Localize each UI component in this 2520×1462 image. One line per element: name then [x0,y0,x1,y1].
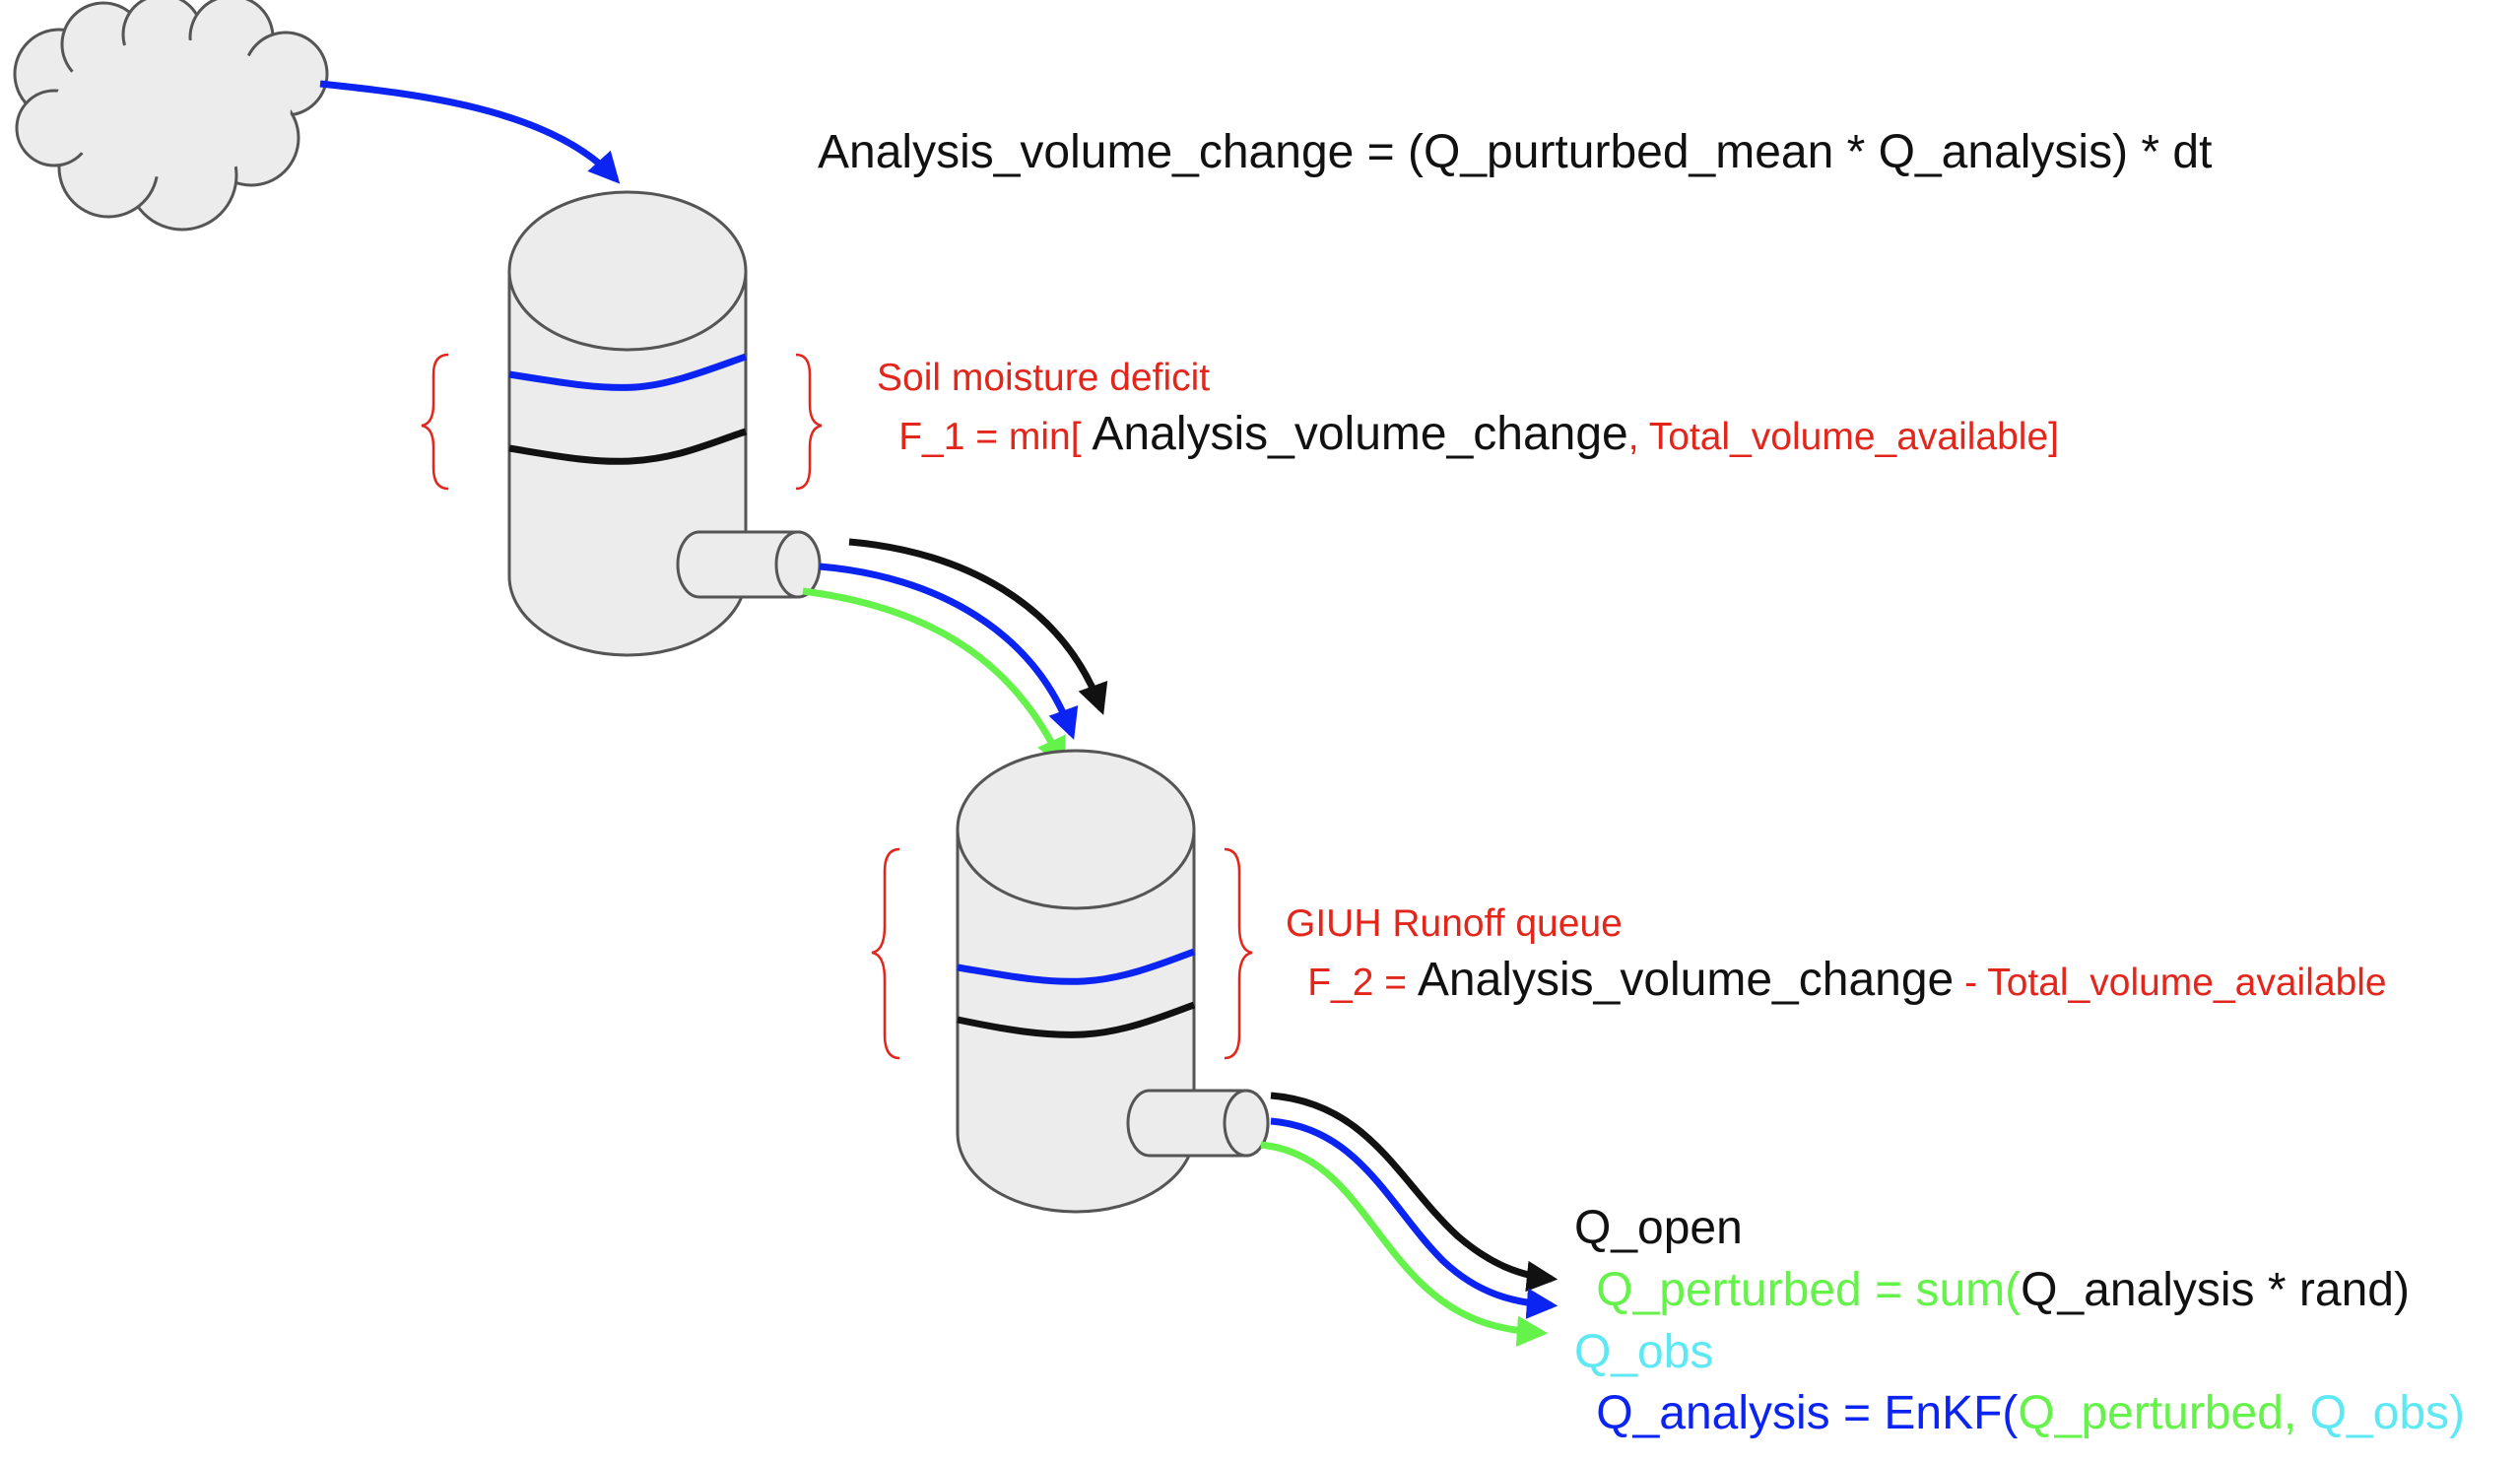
rain-inflow-arrow [319,80,621,184]
q-obs-label: Q_obs [1574,1326,1713,1378]
analysis-volume-equation: Analysis_volume_change = (Q_purturbed_me… [818,126,2212,178]
tank-2-formula-suffix: - Total_volume_available [1954,962,2386,1004]
tank-1-formula-prefix: F_1 = min[ [898,416,1092,458]
tank-1-analysis-level [508,353,748,391]
outlet-pipe-2-icon [1126,1089,1270,1158]
cloud-icon [13,0,329,232]
open-flow-arrow-1 [848,538,1108,715]
tank-2-label: GIUH Runoff queue [1286,902,1623,945]
brace-left-2-icon [871,847,900,1060]
tank-2-open-level [957,1001,1196,1038]
brace-right-2-icon [1224,847,1253,1060]
q-analysis-label: Q_analysis = EnKF(Q_perturbed, Q_obs) [1574,1387,2478,1439]
analysis-flow-arrow-2 [1270,1117,1558,1319]
tank-2-analysis-level [957,948,1196,985]
outlet-pipe-1-icon [676,530,822,599]
open-flow-arrow-2 [1270,1092,1558,1293]
tank-1-label: Soil moisture deficit [877,357,1210,399]
brace-right-1-icon [795,353,823,491]
tank-1-icon [507,190,748,657]
brace-left-1-icon [421,353,449,491]
tank-1-formula: F_1 = min[ Analysis_volume_change, Total… [877,408,2072,460]
tank-2-formula-main: Analysis_volume_change [1418,954,1954,1006]
q-analysis-prefix: Q_analysis = EnKF( [1596,1387,2018,1439]
q-perturbed-prefix: Q_perturbed = sum( [1596,1264,2021,1316]
q-analysis-arg2: Q_obs) [2310,1387,2465,1439]
q-perturbed-label: Q_perturbed = sum(Q_analysis * rand) [1574,1264,2422,1316]
tank-2-formula: F_2 = Analysis_volume_change - Total_vol… [1286,954,2400,1006]
analysis-flow-arrow-1 [819,563,1079,740]
tank-2-formula-prefix: F_2 = [1307,962,1418,1004]
tank-1-open-level [508,428,748,465]
tank-1-formula-suffix: , Total_volume_available] [1628,416,2059,458]
perturbed-flow-arrow-2 [1260,1141,1549,1348]
perturbed-flow-arrow-1 [802,587,1066,769]
q-perturbed-inner: Q_analysis * rand) [2021,1264,2410,1316]
q-analysis-arg1: Q_perturbed, [2018,1387,2309,1439]
q-open-label: Q_open [1574,1202,1743,1254]
tank-1-formula-main: Analysis_volume_change [1092,408,1627,460]
